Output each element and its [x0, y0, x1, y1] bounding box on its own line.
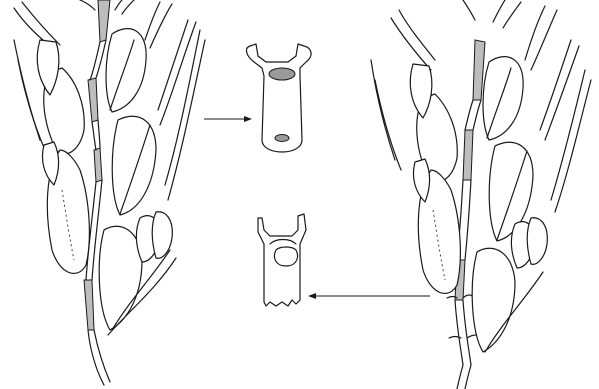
articulation-scar-bottom [275, 135, 289, 142]
left-wheat-spike [14, 0, 205, 385]
arrow-to-bottom-detail [308, 293, 430, 299]
left-glumes [37, 29, 176, 335]
right-glumes [410, 57, 547, 352]
right-wheat-spike [371, 0, 591, 389]
detail-rachis-segment-top [247, 44, 312, 152]
detail-rachis-segment-broken [258, 214, 306, 306]
left-rachis [84, 0, 110, 385]
right-awns [371, 0, 591, 212]
articulation-scar-top [269, 68, 295, 80]
arrow-to-top-detail [204, 116, 252, 122]
